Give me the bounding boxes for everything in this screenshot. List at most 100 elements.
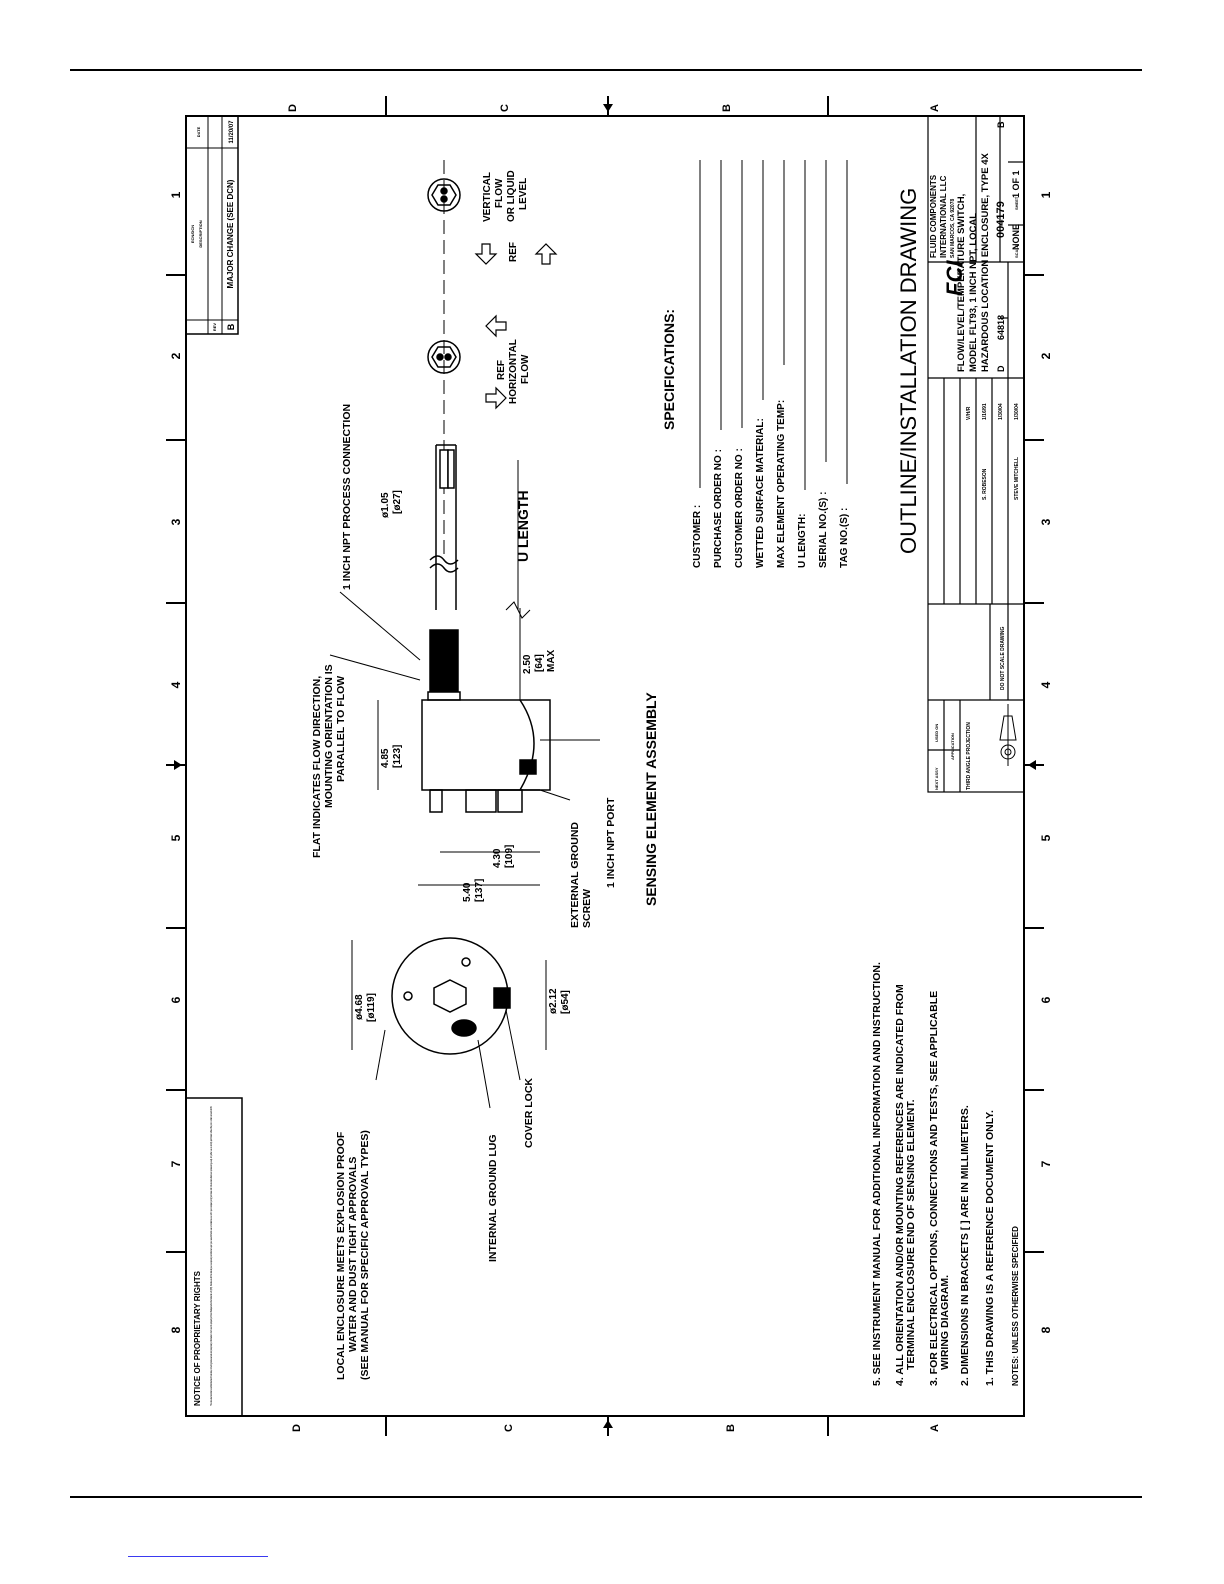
- enclosure-bottom-view: [391, 937, 511, 1055]
- ref-label: REF: [496, 360, 507, 380]
- dim-540-mm: [137]: [474, 879, 485, 902]
- rev-header: DESCRIPTION: [198, 220, 203, 247]
- zone-number: 4: [169, 681, 183, 688]
- dim-468-mm: [ø119]: [366, 993, 377, 1022]
- zone-number: 8: [1039, 1326, 1053, 1333]
- zone-number: 7: [169, 1160, 183, 1167]
- company-name-2: INTERNATIONAL LLC: [939, 175, 948, 258]
- used-on-label: USED ON: [934, 724, 939, 742]
- spec-field: CUSTOMER :: [692, 505, 703, 568]
- zone-number: 3: [169, 518, 183, 525]
- sensing-element-assembly: [421, 160, 551, 813]
- rev-description: MAJOR CHANGE (SEE DCN): [226, 179, 235, 288]
- spec-field: U LENGTH:: [797, 514, 808, 568]
- approved-date: 1/30/04: [1014, 403, 1020, 420]
- dim-250: 2.50: [522, 654, 533, 674]
- zone-number: 2: [169, 352, 183, 359]
- zone-number: 8: [169, 1326, 183, 1333]
- dim-430: 4.30: [492, 848, 503, 868]
- proprietary-notice: NOTICE OF PROPRIETARY RIGHTS This docume…: [185, 1097, 243, 1417]
- vertical-label-4: LEVEL: [518, 178, 529, 210]
- leader-lines: [375, 739, 600, 1109]
- vertical-label-3: OR LIQUID: [506, 170, 517, 222]
- spec-field: CUSTOMER ORDER NO :: [734, 448, 745, 568]
- flow-arrows: [474, 243, 558, 410]
- title-block: [927, 115, 1025, 793]
- title-line-2: MODEL FLT93, 1 INCH NPT, LOCAL: [968, 213, 979, 372]
- size-value: D: [996, 365, 1006, 372]
- zone-number: 5: [1039, 834, 1053, 841]
- footer-link-underline: [128, 1556, 268, 1557]
- notes-header: NOTES: UNLESS OTHERWISE SPECIFIED: [1011, 1226, 1020, 1386]
- flat-label-2: MOUNTING ORIENTATION IS: [323, 664, 335, 808]
- dim-105-mm: [ø27]: [392, 490, 403, 514]
- dim-212: ø2.12: [548, 988, 559, 1014]
- company-logo: FCI: [942, 260, 967, 296]
- drawn-name: S. ROBESON: [982, 468, 988, 500]
- arrow-icon: [485, 386, 507, 410]
- vertical-flow-view: [427, 178, 461, 212]
- enclosure-label-3: (SEE MANUAL FOR SPECIFIC APPROVAL TYPES): [359, 1130, 371, 1380]
- zone-letter: A: [929, 104, 941, 112]
- top-rule: [70, 69, 1142, 71]
- arrow-icon: [474, 243, 498, 265]
- drawn-date: 1/16/91: [982, 403, 988, 420]
- assembly-title: SENSING ELEMENT ASSEMBLY: [643, 692, 659, 906]
- u-length-label: U LENGTH: [515, 490, 531, 562]
- zone-number: 6: [169, 996, 183, 1003]
- notes: 5. SEE INSTRUMENT MANUAL FOR ADDITIONAL …: [871, 962, 1020, 1386]
- center-mark-bottom-icon: [603, 1420, 613, 1428]
- zone-number: 4: [1039, 681, 1053, 688]
- note-2: 2. DIMENSIONS IN BRACKETS [ ] ARE IN MIL…: [959, 1105, 971, 1386]
- next-assy-label: NEXT ASSY: [934, 767, 939, 790]
- zone-letter: C: [503, 1424, 515, 1432]
- zone-letter: D: [291, 1424, 303, 1432]
- spec-field: TAG NO.(S) :: [839, 508, 850, 568]
- rev-date: 11/20/07: [229, 120, 235, 144]
- checked-date: 1/30/04: [998, 403, 1004, 420]
- approver-name: STEVE MITCHELL: [1014, 457, 1020, 500]
- scale-label: SCALE: [1014, 244, 1019, 258]
- rev-letter: B: [226, 323, 236, 330]
- rev-value: B: [996, 121, 1006, 128]
- spec-field: MAX ELEMENT OPERATING TEMP:: [776, 400, 787, 568]
- company-address: SAN MARCOS, CA 92078: [950, 199, 956, 258]
- zone-letter: B: [721, 104, 733, 112]
- spec-field: PURCHASE ORDER NO :: [713, 449, 724, 568]
- center-mark-right-icon: [1028, 760, 1036, 770]
- spec-field: WETTED SURFACE MATERIAL:: [755, 418, 766, 568]
- rev-header: REV: [212, 323, 217, 332]
- dimension-lines: [329, 460, 547, 1050]
- note-3-cont: WIRING DIAGRAM.: [939, 1275, 951, 1370]
- horizontal-label-2: FLOW: [520, 354, 531, 384]
- vertical-label-2: FLOW: [494, 178, 505, 208]
- dim-485-mm: [123]: [392, 745, 403, 768]
- note-4: 4. ALL ORIENTATION AND/OR MOUNTING REFER…: [894, 984, 906, 1386]
- note-5: 5. SEE INSTRUMENT MANUAL FOR ADDITIONAL …: [871, 962, 883, 1386]
- zone-letter: C: [499, 104, 511, 112]
- dim-212-mm: [ø54]: [560, 990, 571, 1014]
- internal-ground-lug-label: INTERNAL GROUND LUG: [487, 1134, 499, 1262]
- scale-value: NONE: [1011, 224, 1021, 250]
- center-mark-left-icon: [174, 760, 182, 770]
- specifications: SPECIFICATIONS: CUSTOMER : PURCHASE ORDE…: [661, 160, 850, 568]
- npt-port-label: 1 INCH NPT PORT: [605, 797, 617, 888]
- sheet-value: 1 OF 1: [1011, 170, 1021, 198]
- npt-connection-label: 1 INCH NPT PROCESS CONNECTION: [341, 404, 353, 590]
- dim-430-mm: [109]: [504, 845, 515, 868]
- cover-lock-label: COVER LOCK: [523, 1078, 535, 1148]
- arrow-icon: [534, 243, 558, 265]
- spec-field: SERIAL NO.(S) :: [818, 492, 829, 568]
- enclosure-label-1: LOCAL ENCLOSURE MEETS EXPLOSION PROOF: [335, 1131, 347, 1380]
- zone-number: 1: [1039, 191, 1053, 198]
- company-name-1: FLUID COMPONENTS: [929, 174, 938, 258]
- external-ground-label-2: SCREW: [581, 889, 593, 928]
- title-line-3: HAZARDOUS LOCATION ENCLOSURE, TYPE 4X: [980, 152, 991, 372]
- projection-label: THIRD ANGLE PROJECTION: [966, 722, 972, 790]
- dim-540: 5.40: [462, 882, 473, 902]
- dim-485: 4.85: [380, 748, 391, 768]
- zone-number: 2: [1039, 352, 1053, 359]
- eng-value: V/H/R: [966, 406, 972, 420]
- bottom-rule: [70, 1496, 1142, 1498]
